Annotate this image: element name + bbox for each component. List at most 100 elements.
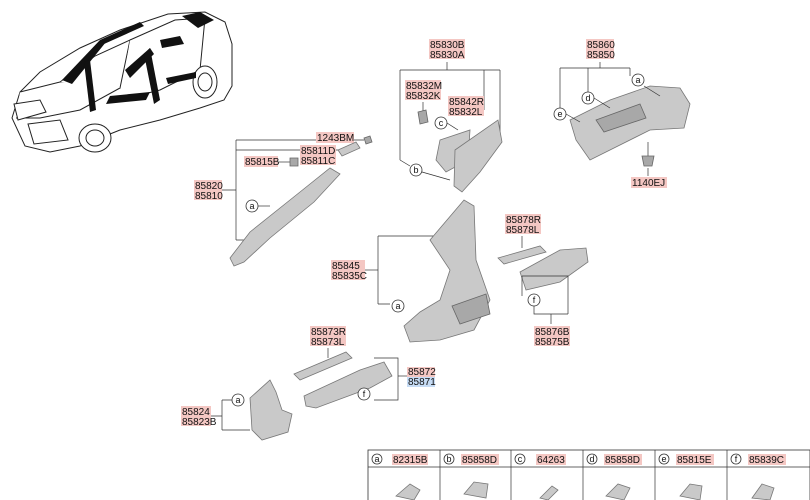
clip-icon xyxy=(679,483,703,500)
fastener-legend-table: a 82315B b 85858D c 64263 d 85858D xyxy=(367,449,810,500)
label-bg xyxy=(631,177,667,188)
label-bg xyxy=(534,326,570,346)
callout-c-letter: c xyxy=(439,118,444,128)
legend-letter: a xyxy=(374,454,379,464)
clip-icon xyxy=(395,483,421,500)
legend-letter: f xyxy=(735,454,738,464)
part-label-85860: 85860 xyxy=(587,40,615,51)
part-label-85878r: 85878R xyxy=(506,215,541,226)
callout-f xyxy=(357,387,371,401)
callout-a-letter-3: a xyxy=(395,301,400,311)
legend-part-number: 85839C xyxy=(749,455,784,466)
label-bg xyxy=(448,96,484,116)
part-label-85832l: 85832L xyxy=(449,107,483,118)
legend-cell-a: a 82315B xyxy=(371,453,428,500)
part-label-85876b: 85876B xyxy=(535,327,570,338)
callout-a xyxy=(391,299,405,313)
part-label-85815b: 85815B xyxy=(245,157,280,168)
part-label-85830b: 85830B xyxy=(430,40,465,51)
label-bg xyxy=(331,260,365,280)
legend-part-number: 85858D xyxy=(462,455,497,466)
label-bg xyxy=(194,180,222,200)
callout-b xyxy=(409,163,423,177)
label-bg xyxy=(316,132,354,143)
part-label-85832m: 85832M xyxy=(406,81,442,92)
group-85845: 85845 85835C a xyxy=(331,199,491,343)
label-bg xyxy=(586,39,614,59)
legend-cell-b: b 85858D xyxy=(443,453,499,499)
legend-part-number: 85858D xyxy=(605,455,640,466)
label-bg xyxy=(181,406,211,426)
label-bg-blue xyxy=(407,377,435,387)
clip-part-2 xyxy=(289,157,299,167)
part-label-85871: 85871 xyxy=(408,377,436,388)
part-label-85875b: 85875B xyxy=(535,337,570,348)
part-label-85842r: 85842R xyxy=(449,97,484,108)
label-bg xyxy=(405,80,441,100)
legend-letter: c xyxy=(518,454,523,464)
callout-a xyxy=(231,393,245,407)
callout-a xyxy=(631,73,645,87)
group-85860: 85860 85850 a d e 1140EJ xyxy=(553,39,691,189)
b-pillar-trim-part xyxy=(403,199,491,343)
part-label-85872: 85872 xyxy=(408,367,436,378)
legend-cell-d: d 85858D xyxy=(586,453,642,500)
part-label-85824: 85824 xyxy=(182,407,210,418)
callout-e-letter: e xyxy=(557,109,562,119)
front-scuff-part xyxy=(303,361,393,409)
part-label-85820: 85820 xyxy=(195,181,223,192)
group-85873: 85873R 85873L f 85872 85871 xyxy=(293,326,436,409)
label-bg xyxy=(429,39,465,59)
clip-icon xyxy=(751,483,775,500)
label-bg xyxy=(300,145,336,165)
screw-part xyxy=(641,155,655,167)
rear-scuff-part xyxy=(519,247,589,291)
legend-cell-c: c 64263 xyxy=(514,453,566,500)
legend-cell-f: f 85839C xyxy=(730,453,786,500)
legend-part-number: 85815E xyxy=(677,455,712,466)
part-label-85823b: 85823B xyxy=(182,417,217,428)
part-label-85811c: 85811C xyxy=(301,156,335,167)
part-label-1140ej: 1140EJ xyxy=(632,178,665,189)
part-label-85878l: 85878L xyxy=(506,225,540,236)
label-bg xyxy=(505,214,541,234)
clip-icon xyxy=(463,481,489,499)
part-label-85850: 85850 xyxy=(587,50,615,61)
a-pillar-trim-part xyxy=(229,167,341,267)
rear-trim-pocket xyxy=(595,103,647,133)
clip-part xyxy=(417,109,429,125)
group-85830: 85830B 85830A 85832M 85832K 85842R 85832… xyxy=(399,39,503,193)
legend-letter: e xyxy=(661,454,666,464)
part-label-85811d: 85811D xyxy=(301,146,335,157)
group-85824: 85824 85823B a xyxy=(181,379,293,441)
group-85820: 1243BM 85811D 85811C 85815B 85820 85810 … xyxy=(194,132,373,267)
callout-f-letter-2: f xyxy=(363,389,366,399)
callout-a-letter-2: a xyxy=(249,201,254,211)
part-label-85873l: 85873L xyxy=(311,337,345,348)
part-label-85873r: 85873R xyxy=(311,327,346,338)
callout-d-letter: d xyxy=(585,93,590,103)
part-label-85830a: 85830A xyxy=(430,50,465,61)
vehicle-overview xyxy=(11,11,233,153)
label-bg xyxy=(310,326,346,346)
part-label-85810: 85810 xyxy=(195,191,223,202)
group-85878: 85878R 85878L f 85876B 85875B xyxy=(497,214,589,348)
part-label-85832k: 85832K xyxy=(406,91,441,102)
callout-b-letter: b xyxy=(413,165,418,175)
legend-cell-e: e 85815E xyxy=(658,453,714,500)
part-label-85845: 85845 xyxy=(332,261,360,272)
callout-f-letter: f xyxy=(533,295,536,305)
legend-letter: b xyxy=(446,454,451,464)
clip-icon xyxy=(605,483,631,500)
part-label-1243bm: 1243BM xyxy=(317,133,354,144)
kick-panel-part xyxy=(249,379,293,441)
callout-a-letter: a xyxy=(635,75,640,85)
b-pillar-lower xyxy=(451,293,491,325)
legend-letter: d xyxy=(589,454,594,464)
pillar-trim-part xyxy=(453,119,503,193)
scuff-plate-part xyxy=(497,245,547,265)
cap-part xyxy=(337,141,361,157)
bolt-part xyxy=(363,135,373,145)
part-label-85835c: 85835C xyxy=(332,271,367,282)
